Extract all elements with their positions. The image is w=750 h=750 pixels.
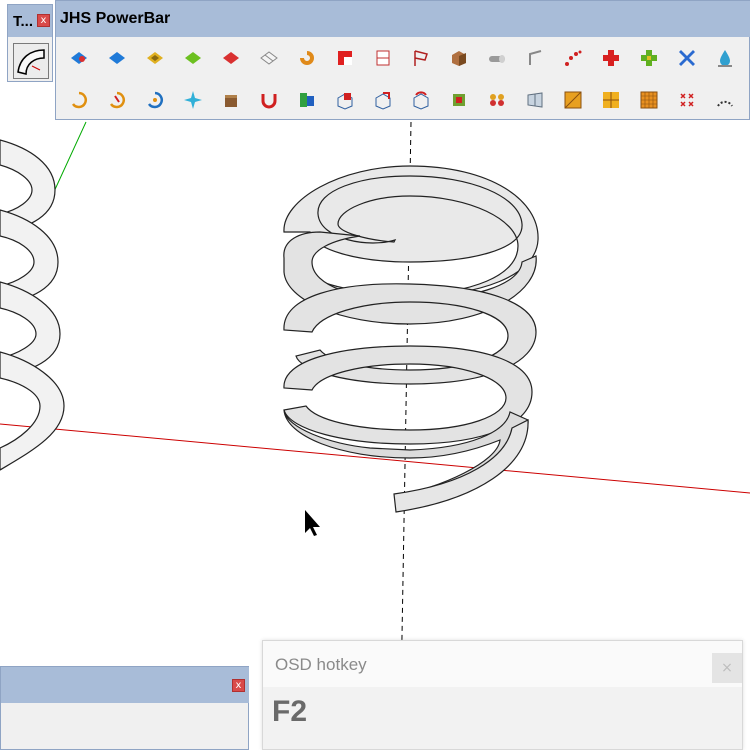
bottom-dock-close-button[interactable]: x [232, 679, 245, 692]
red-magnet-icon[interactable] [250, 81, 288, 119]
mini-toolbar-window: T... x [7, 4, 53, 82]
left-spring[interactable] [0, 139, 65, 471]
blue-rotate-icon[interactable] [136, 81, 174, 119]
red-x-dots-icon[interactable] [668, 81, 706, 119]
osd-close-button[interactable]: × [712, 653, 742, 683]
follow-me-curve-icon[interactable] [13, 43, 49, 79]
red-cross-icon[interactable] [592, 39, 630, 77]
plane-grid-icon[interactable] [516, 81, 554, 119]
osd-hotkey-overlay: OSD hotkey × F2 [262, 640, 743, 750]
dots-curve-icon[interactable] [554, 39, 592, 77]
corner-icon[interactable] [516, 39, 554, 77]
dotted-arc-icon[interactable] [706, 81, 744, 119]
coil-spring[interactable] [283, 165, 539, 513]
flag-icon[interactable] [402, 39, 440, 77]
green-axis [51, 121, 87, 197]
osd-header: OSD hotkey × [263, 641, 742, 687]
powerbar-title: JHS PowerBar [60, 10, 171, 27]
mini-toolbar-close-button[interactable]: x [37, 14, 50, 27]
grid-face-icon[interactable] [250, 39, 288, 77]
green-cross-icon[interactable] [630, 39, 668, 77]
cube-red-icon[interactable] [326, 81, 364, 119]
wood-box-icon[interactable] [440, 39, 478, 77]
jhs-powerbar: JHS PowerBar [55, 0, 750, 120]
mini-toolbar-title: T... [13, 13, 34, 30]
blue-face-red-icon[interactable] [60, 39, 98, 77]
mini-toolbar-titlebar[interactable]: T... x [8, 5, 52, 37]
yellow-face-icon[interactable] [136, 39, 174, 77]
powerbar-row-1 [56, 39, 750, 77]
red-axis [0, 423, 750, 494]
orange-mesh-icon[interactable] [630, 81, 668, 119]
brown-box-icon[interactable] [212, 81, 250, 119]
orange-grid-icon[interactable] [554, 81, 592, 119]
blue-x-icon[interactable] [668, 39, 706, 77]
green-puzzle-icon[interactable] [288, 81, 326, 119]
green-face-icon[interactable] [174, 39, 212, 77]
cyan-star-icon[interactable] [174, 81, 212, 119]
mouse-cursor [305, 510, 320, 536]
red-square-icon[interactable] [326, 39, 364, 77]
powerbar-row-2 [56, 81, 750, 119]
cube-rotate-icon[interactable] [402, 81, 440, 119]
red-gem-icon[interactable] [440, 81, 478, 119]
blue-face-icon[interactable] [98, 39, 136, 77]
osd-key-label: F2 [272, 695, 308, 728]
orange-swirl-icon[interactable] [288, 39, 326, 77]
cube-arrow-icon[interactable] [364, 81, 402, 119]
osd-title: OSD hotkey [275, 655, 367, 674]
pipe-icon[interactable] [478, 39, 516, 77]
orange-rotate-icon[interactable] [60, 81, 98, 119]
bottom-dock-titlebar[interactable]: x [1, 667, 249, 703]
butterfly-icon[interactable] [478, 81, 516, 119]
water-drop-icon[interactable] [706, 39, 744, 77]
split-box-icon[interactable] [364, 39, 402, 77]
bottom-dock-panel: x [0, 666, 249, 750]
red-face-icon[interactable] [212, 39, 250, 77]
orange-quad-icon[interactable] [592, 81, 630, 119]
powerbar-titlebar[interactable]: JHS PowerBar [56, 1, 750, 37]
red-rotate-icon[interactable] [98, 81, 136, 119]
